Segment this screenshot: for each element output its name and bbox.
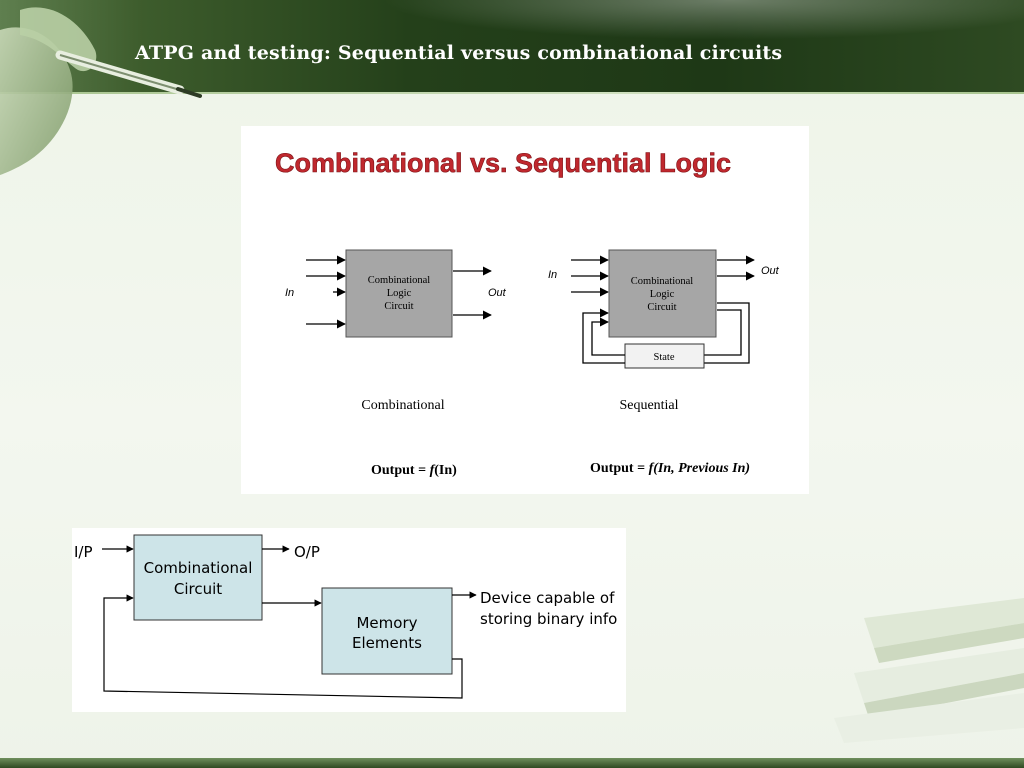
sequential-diagram: In Combinational Logic Circuit Out State… (548, 249, 780, 476)
memory-elements-block (321, 587, 453, 675)
seq-state-block (624, 343, 705, 369)
op-label: O/P (294, 543, 320, 561)
figure-heading: Combinational vs. Sequential Logic (275, 148, 731, 178)
seq-block-line-2: Logic (650, 289, 675, 300)
memory-block-line-1: Memory (356, 614, 417, 632)
seq-caption: Sequential (619, 398, 678, 413)
header-sheen (380, 0, 1024, 40)
slide-header (0, 0, 1024, 94)
seq-state-label: State (654, 352, 675, 363)
seq-block-line-1: Combinational (631, 276, 693, 287)
seq-feedback-in-inner (591, 317, 625, 356)
feedback-loop-arrow (103, 594, 463, 699)
seq-feedback-out-inner (704, 309, 742, 356)
memory-block-line-2: Elements (352, 634, 422, 652)
comb-output-label: Out (488, 287, 507, 299)
comb-circuit-line-2: Circuit (174, 580, 222, 598)
slide-title: ATPG and testing: Sequential versus comb… (135, 42, 783, 64)
comb-block-line-2: Logic (387, 288, 412, 299)
header-edge-highlight (0, 92, 1024, 94)
ip-label: I/P (74, 543, 93, 561)
seq-output-label: Out (761, 265, 780, 277)
sequential-block-figure: I/P Combinational Circuit O/P Memory Ele… (72, 528, 626, 712)
stacked-pages-decoration (834, 598, 1024, 743)
seq-formula: Output = f(In, Previous In) (590, 461, 750, 476)
comb-block-line-3: Circuit (384, 301, 413, 312)
comb-input-label: In (285, 287, 294, 299)
seq-input-label: In (548, 269, 557, 281)
combinational-diagram: In Combinational Logic Circuit Out Combi… (285, 249, 507, 478)
comb-logic-block (345, 249, 453, 338)
comb-caption: Combinational (361, 398, 444, 413)
comb-circuit-line-1: Combinational (144, 559, 253, 577)
comb-block-line-1: Combinational (368, 275, 430, 286)
annotation-line-1: Device capable of (480, 589, 615, 607)
comb-vs-seq-figure: Combinational vs. Sequential Logic In Co… (241, 126, 809, 494)
combinational-circuit-block (133, 534, 263, 621)
sequential-block-diagram: I/P Combinational Circuit O/P Memory Ele… (74, 534, 617, 699)
annotation-line-2: storing binary info (480, 610, 617, 628)
seq-feedback-out-outer (704, 302, 750, 364)
hand-with-pen-decoration (0, 7, 202, 175)
seq-block-line-3: Circuit (647, 302, 676, 313)
footer-bar (0, 758, 1024, 768)
comb-vs-seq-diagram: Combinational vs. Sequential Logic In Co… (275, 148, 780, 478)
seq-logic-block (608, 249, 717, 338)
comb-formula: Output = f(In) (371, 463, 457, 478)
seq-feedback-in-outer (582, 308, 625, 364)
